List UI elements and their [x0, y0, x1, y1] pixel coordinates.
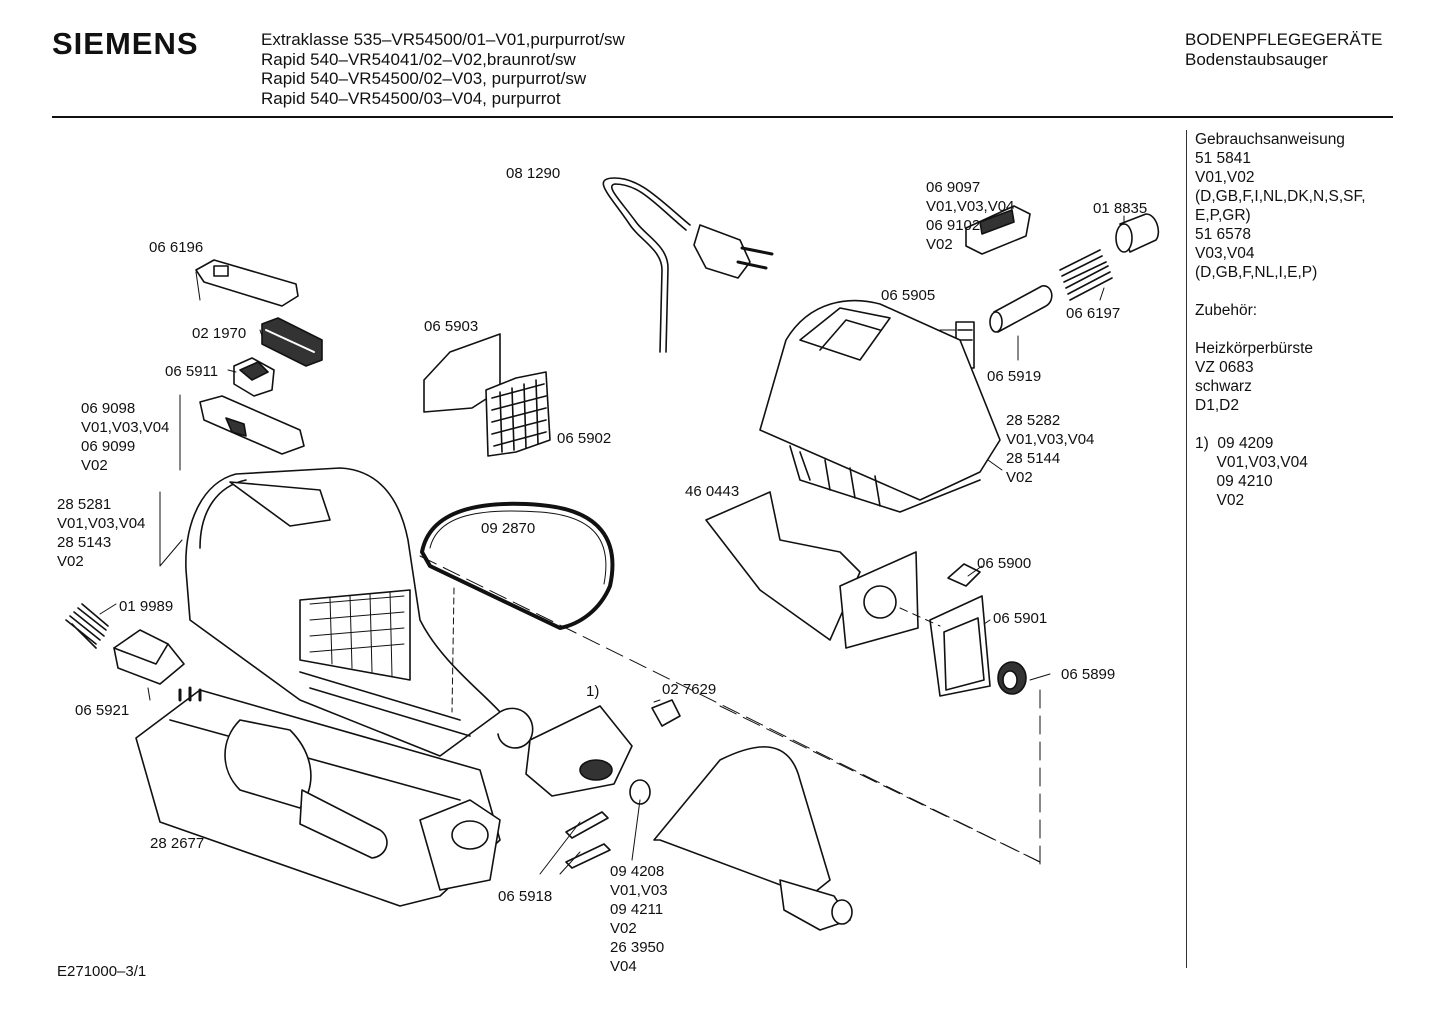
cover-cap-part — [965, 205, 1031, 255]
model-line: Rapid 540–VR54500/03–V04, purpurrot — [261, 88, 561, 108]
part-label: 46 0443 — [685, 483, 740, 500]
cylinder-part — [1115, 213, 1160, 253]
housing-part — [185, 467, 534, 757]
front-cap-part — [525, 705, 633, 797]
sidebar-line: (D,GB,F,I,NL,DK,N,S,SF, — [1195, 188, 1366, 205]
part-label: 06 5911 — [165, 363, 219, 380]
part-label: 28 2677 — [150, 835, 205, 852]
switch-part — [233, 357, 275, 397]
sidebar-line: Heizkörperbürste — [1195, 340, 1314, 357]
hose-connector-part — [653, 746, 853, 931]
part-label: 06 6197 — [1066, 305, 1121, 322]
header-rule — [52, 116, 1393, 118]
hose-ring-part — [629, 779, 651, 805]
model-line: Rapid 540–VR54500/02–V03, purpurrot/sw — [261, 69, 587, 88]
brand-logo: SIEMENS — [52, 26, 199, 61]
rod-part — [989, 285, 1053, 333]
grille-filter-part — [485, 371, 551, 457]
part-label: 06 5901 — [993, 610, 1048, 627]
dust-bag-part — [705, 491, 919, 649]
small-latch-part — [651, 699, 681, 727]
leader-lines — [99, 215, 1125, 875]
sidebar-line: V01,V03,V04 — [1195, 454, 1308, 471]
part-label: 09 2870 — [481, 520, 536, 537]
sidebar-line: 51 5841 — [1195, 150, 1252, 167]
part-label: 06 6196 — [149, 239, 204, 256]
model-list: Extraklasse 535–VR54500/01–V01,purpurrot… — [261, 30, 625, 108]
part-label: 06 9097 V01,V03,V04 06 9102 V02 — [926, 179, 1015, 253]
category-title: BODENPFLEGEGERÄTE — [1185, 30, 1383, 49]
part-label: 06 5902 — [557, 430, 612, 447]
sidebar-line: D1,D2 — [1195, 397, 1239, 414]
part-label: 28 5282 V01,V03,V04 28 5144 V02 — [1006, 412, 1095, 486]
button-holder-part — [199, 395, 305, 455]
sidebar-line: V01,V02 — [1195, 169, 1255, 186]
part-label: 02 7629 — [662, 681, 717, 698]
sidebar-line: 51 6578 — [1195, 226, 1252, 243]
lid-seal-part — [420, 501, 615, 630]
sidebar-notes: Gebrauchsanweisung 51 5841 V01,V02 (D,GB… — [1195, 130, 1366, 510]
sidebar-line: E,P,GR) — [1195, 207, 1251, 224]
footnote-marker: 1) — [586, 683, 600, 700]
bag-holder-part — [929, 595, 991, 697]
part-label: 06 5918 — [498, 888, 553, 905]
model-line: Rapid 540–VR54041/02–V02,braunrot/sw — [261, 49, 576, 69]
model-line: Extraklasse 535–VR54500/01–V01,purpurrot… — [261, 30, 625, 49]
sidebar-line: V03,V04 — [1195, 245, 1255, 262]
power-cable-part — [602, 177, 774, 353]
part-label: 01 8835 — [1093, 200, 1148, 217]
part-label: 06 9098 V01,V03,V04 06 9099 V02 — [81, 400, 170, 474]
slider-part — [261, 317, 323, 367]
sidebar-divider — [1186, 130, 1187, 968]
part-label: 06 5905 — [881, 287, 936, 304]
part-label: 08 1290 — [506, 165, 561, 182]
spring-right-part — [1059, 249, 1113, 301]
part-label: 06 5921 — [75, 702, 130, 719]
sidebar-line: Gebrauchsanweisung — [1195, 131, 1345, 148]
handle-cap-part — [195, 259, 299, 307]
part-label: 06 5900 — [977, 555, 1032, 572]
part-label: 01 9989 — [119, 598, 174, 615]
part-label: 06 5899 — [1061, 666, 1116, 683]
clip-part — [947, 563, 981, 587]
base-part — [135, 686, 501, 907]
part-label: 02 1970 — [192, 325, 247, 342]
part-label: 09 4208 V01,V03 09 4211 V02 26 3950 V04 — [610, 863, 668, 975]
sidebar-line: VZ 0683 — [1195, 359, 1254, 376]
sidebar-line: (D,GB,F,NL,I,E,P) — [1195, 264, 1318, 281]
sidebar-line: 1) 09 4209 — [1195, 435, 1274, 452]
seal-strip-part — [565, 811, 611, 869]
part-label: 06 5903 — [424, 318, 479, 335]
part-label: 28 5281 V01,V03,V04 28 5143 V02 — [57, 496, 146, 570]
category-block: BODENPFLEGEGERÄTE Bodenstaubsauger — [1185, 30, 1382, 69]
sidebar-line: 09 4210 — [1195, 473, 1273, 490]
category-subtitle: Bodenstaubsauger — [1185, 49, 1328, 69]
sidebar-line: schwarz — [1195, 378, 1252, 395]
spring-part — [65, 603, 109, 649]
sidebar-line: V02 — [1195, 492, 1245, 509]
drawing-id: E271000–3/1 — [57, 963, 147, 980]
filter-cover-part — [759, 299, 1001, 513]
sidebar-line: Zubehör: — [1195, 302, 1258, 319]
latch-part — [113, 629, 185, 685]
part-label: 06 5919 — [987, 368, 1042, 385]
ring-part — [997, 661, 1027, 695]
